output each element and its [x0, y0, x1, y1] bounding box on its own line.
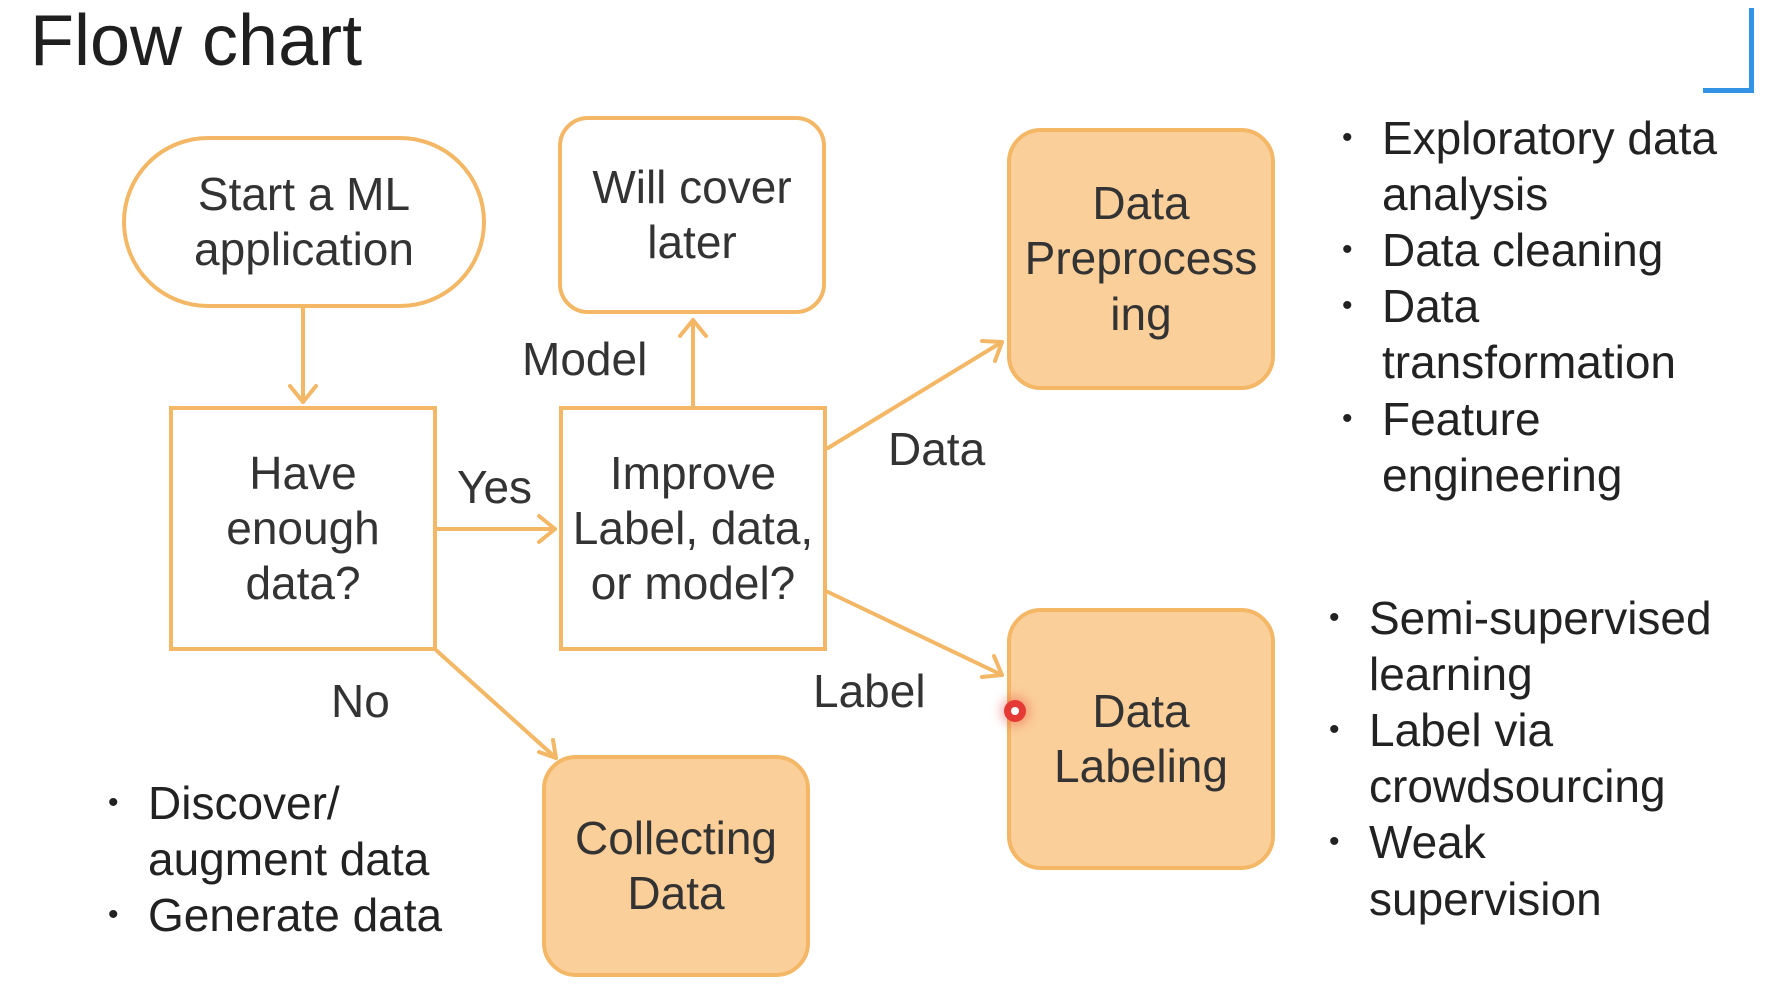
arrow-label	[826, 590, 1004, 677]
arrowhead-label	[980, 654, 1004, 679]
arrow-no	[435, 649, 558, 760]
arrowhead-no	[537, 738, 558, 760]
cover-later-node: Will cover later	[558, 116, 826, 314]
bullet-item: Generate data	[108, 887, 468, 943]
arrow-data	[826, 340, 1004, 450]
labeling-label: Data Labeling	[1054, 684, 1228, 792]
collecting-bullet-list: Discover/ augment data Generate data	[108, 775, 468, 943]
edge-label-no: No	[331, 675, 390, 727]
improve-decision: Improve Label, data, or model?	[559, 406, 827, 651]
collecting-label: Collecting Data	[575, 811, 777, 919]
preprocessing-bullet-list: Exploratory data analysis Data cleaning …	[1342, 110, 1742, 503]
page-title: Flow chart	[30, 1, 363, 81]
collecting-node: Collecting Data	[542, 755, 810, 977]
pointer-cursor	[1004, 700, 1026, 722]
bullet-item: Exploratory data analysis	[1342, 110, 1742, 222]
arrowhead-model	[678, 318, 708, 338]
labeling-bullet-list: Semi-supervised learning Label via crowd…	[1329, 590, 1729, 927]
start-node-label: Start a ML application	[194, 167, 414, 275]
bullet-item: Label via crowdsourcing	[1329, 702, 1729, 814]
edge-label-data: Data	[888, 423, 986, 475]
arrowhead-start-to-enough	[288, 384, 318, 404]
bullet-item: Semi-supervised learning	[1329, 590, 1729, 702]
bullet-item: Data cleaning	[1342, 222, 1742, 278]
cover-later-label: Will cover later	[592, 160, 792, 268]
arrowhead-yes	[537, 514, 557, 544]
watermark-logo	[1703, 8, 1754, 93]
edge-label-yes: Yes	[457, 461, 533, 513]
enough-data-decision: Have enough data?	[169, 406, 437, 651]
improve-label: Improve Label, data, or model?	[572, 446, 814, 610]
edge-label-label: Label	[813, 665, 926, 717]
bullet-item: Data transformation	[1342, 278, 1742, 390]
bullet-item: Weak supervision	[1329, 814, 1729, 926]
edge-label-model: Model	[522, 333, 648, 385]
bullet-item: Discover/ augment data	[108, 775, 468, 887]
enough-data-label: Have enough data?	[226, 446, 380, 610]
arrowhead-data	[980, 339, 1004, 363]
start-node: Start a ML application	[122, 136, 486, 308]
preprocessing-label: Data Preprocess ing	[1024, 177, 1258, 340]
labeling-node: Data Labeling	[1007, 608, 1275, 870]
preprocessing-node: Data Preprocess ing	[1007, 128, 1275, 390]
bullet-item: Feature engineering	[1342, 391, 1742, 503]
